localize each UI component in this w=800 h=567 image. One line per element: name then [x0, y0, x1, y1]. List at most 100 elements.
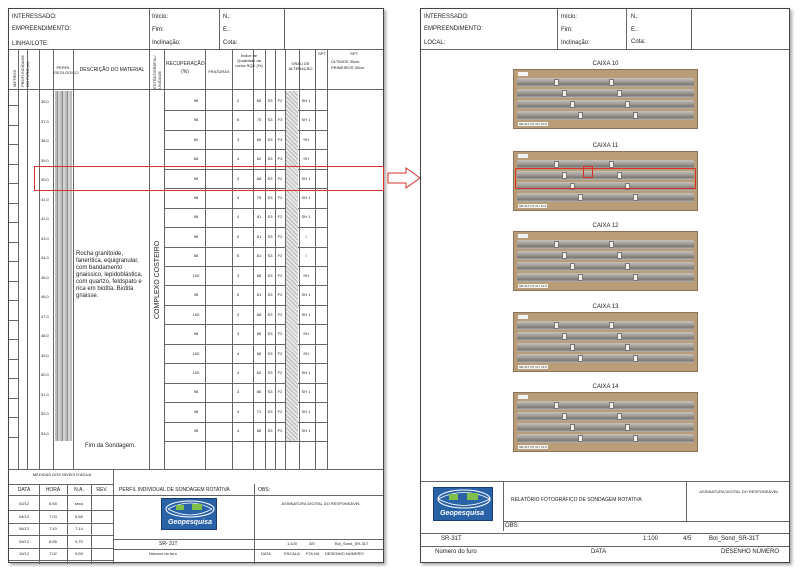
core-sample-row	[517, 251, 694, 260]
spt-graph-header: SPT	[350, 51, 358, 56]
weathering-grade: S3	[267, 292, 273, 298]
e-label: E.:	[223, 27, 231, 33]
water-cell: 06/12	[18, 526, 29, 531]
weathering-grade: S3	[267, 408, 273, 414]
depth-tick-mark	[9, 358, 18, 360]
fracture-grade: F2	[277, 311, 283, 317]
depth-tick-label: 44,0	[41, 255, 49, 260]
title-block-line	[503, 521, 789, 522]
water-cell: 6:55	[49, 538, 57, 544]
furo-number-label: Número do furo	[435, 549, 477, 555]
col-line	[27, 49, 28, 469]
depth-marker	[570, 263, 575, 270]
col-line	[275, 49, 276, 469]
fracture-count: 3	[236, 175, 240, 181]
fracture-count: 5	[236, 233, 240, 239]
rqd-value: 85	[256, 97, 262, 103]
alteration-grade: SH 1	[301, 214, 311, 220]
depth-tick-label: 42,0	[41, 216, 49, 221]
depth-marker	[609, 79, 614, 86]
alteration-grade: SH 1	[301, 292, 311, 298]
interessado-label: INTERESSADO:	[12, 14, 57, 20]
rqd-value: 88	[256, 428, 262, 434]
fracture-grade: F2	[277, 175, 283, 181]
row-divider	[164, 129, 327, 131]
depth-tick-label: 53,0	[41, 430, 49, 436]
rqd-value: 71	[256, 408, 262, 414]
row-divider	[164, 246, 327, 248]
depth-marker	[578, 194, 583, 201]
rqd-value: 86	[256, 389, 262, 395]
recovery-value: 60	[193, 136, 199, 142]
recovery-value: 98	[193, 428, 199, 434]
rqd-value: 75	[256, 194, 262, 200]
obs-label: OBS:	[258, 487, 270, 493]
rqd-value: 81	[256, 253, 262, 259]
obs-label: OBS:	[505, 523, 520, 529]
water-header-cell: REV.	[96, 487, 108, 493]
depth-marker	[570, 183, 575, 190]
core-box-photo: SR-31T CX 11 / 11.5	[513, 151, 698, 211]
arrow-right-icon	[387, 167, 421, 189]
depth-marker	[617, 172, 622, 179]
depth-marker	[570, 344, 575, 351]
depth-marker	[554, 402, 559, 409]
escala-value: 1:100	[287, 541, 298, 546]
water-cell: 7:10	[49, 526, 57, 531]
title-block-line	[686, 481, 687, 521]
row-divider	[164, 285, 327, 287]
water-cell: 10/12	[18, 551, 29, 556]
recovery-value: 98	[193, 408, 199, 414]
water-cell: 6,66	[75, 513, 83, 519]
row-divider	[164, 441, 327, 442]
alteration-grade: SH 1	[301, 389, 311, 395]
header-col-divider	[149, 9, 150, 49]
core-sample-row	[517, 321, 694, 330]
highlighted-core-interval	[515, 168, 696, 189]
core-box-caption: CAIXA 12	[592, 223, 619, 229]
fracture-grade: F2	[277, 214, 283, 220]
recovery-value: 98	[193, 214, 199, 220]
fraturas-header: FRATURAS	[208, 69, 230, 74]
company-logo: Geopesquisa	[433, 487, 493, 521]
depth-tick-mark	[9, 339, 18, 340]
weathering-grade: S3	[267, 311, 273, 317]
rqd-value: 62	[256, 156, 262, 162]
rqd-value: 88	[256, 350, 262, 356]
depth-tick-mark	[9, 378, 18, 379]
recovery-value: 100	[192, 369, 200, 375]
core-box-caption: CAIXA 11	[592, 143, 619, 149]
core-box-photo: SR-31T CX 12 / 12.5	[513, 231, 698, 291]
fim-label: Fim:	[561, 27, 573, 33]
depth-tick-label: 48,0	[41, 333, 49, 338]
recovery-value: 100	[192, 311, 200, 317]
alteration-grade: SH	[303, 136, 309, 142]
e-label: E.:	[631, 27, 639, 33]
core-sample-row	[517, 262, 694, 271]
core-sample-row	[517, 401, 694, 410]
data-label: DATA	[261, 551, 272, 556]
water-cell: 04/12	[18, 513, 29, 519]
globe-icon	[437, 489, 491, 509]
fracture-count: 5	[236, 253, 240, 259]
inicio-label: Início:	[561, 14, 578, 20]
col-line	[265, 49, 266, 469]
fracture-count: 4	[236, 369, 240, 375]
footer-divider	[421, 481, 789, 482]
cota-label: Cota:	[631, 39, 646, 45]
core-sample-row	[517, 434, 694, 443]
fracture-grade: F2	[277, 292, 283, 298]
escala-value: 1:100	[643, 536, 659, 542]
core-sample-row	[517, 160, 694, 169]
photo-report-title: RELATÓRIO FOTOGRÁFICO DE SONDAGEM ROTATI…	[511, 497, 642, 503]
depth-tick-mark	[9, 163, 18, 165]
inclinacao-label: Inclinação:	[152, 40, 181, 46]
fracture-count: 3	[236, 389, 240, 395]
spt-ultimos: ÚLTIMOS 30cm	[331, 59, 360, 64]
rqd-value: 62	[256, 369, 262, 375]
alteration-grade: SH 1	[301, 369, 311, 375]
alteration-grade: I	[305, 233, 307, 239]
core-box-photo: SR-31T CX 14 / 14.5	[513, 392, 698, 452]
fracture-count: 4	[236, 428, 240, 434]
title-block-line	[421, 533, 789, 534]
